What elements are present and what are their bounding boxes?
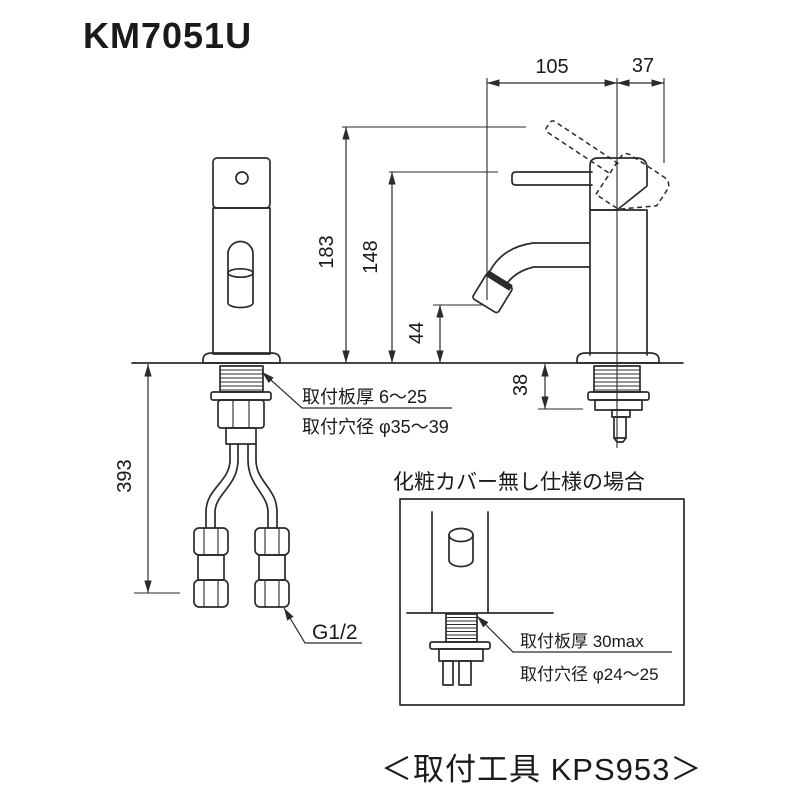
handle-lever-side [511,171,593,186]
aerator-band [485,270,513,291]
detail-body [431,511,489,614]
detail-hole-diameter-label: 取付穴径 φ24〜25 [520,665,659,684]
spout-side [472,242,591,314]
spout-slot [227,240,254,273]
dim-393-label: 393 [114,459,136,492]
detail-plate-thickness-label: 取付板厚 30max [520,632,644,651]
hose-thread-label: G1/2 [312,621,358,644]
front-view [193,157,290,608]
no-cover-detail: 化粧カバー無し仕様の場合 取付板厚 30max 取付穴径 φ24〜25 [393,471,685,706]
hose-connector-right [254,527,290,608]
base-flange-front [202,352,281,364]
dim-44-label: 44 [406,322,428,344]
side-view [472,78,670,448]
dim-105-label: 105 [535,56,568,78]
detail-spout-cylinder [448,527,474,568]
dim-183-label: 183 [316,235,338,268]
hose-connector-left [193,527,229,608]
detail-box-border [399,498,685,706]
dim-38-label: 38 [510,374,532,396]
mount-annotation: 取付板厚 6〜25 取付穴径 φ35〜39 [261,371,452,437]
threaded-shank-front [219,365,264,393]
handle-hole [235,171,249,185]
mount-plate-thickness-label: 取付板厚 6〜25 [302,387,427,407]
washer-side [587,391,650,401]
washer-front [210,391,272,401]
faucet-body-front [212,207,271,355]
dim-148-label: 148 [360,240,382,273]
mount-hole-diameter-label: 取付穴径 φ35〜39 [302,417,449,437]
detail-washer [429,641,491,650]
base-flange-side [576,352,660,364]
dim-37-label: 37 [632,55,654,77]
detail-threaded-shank [445,613,478,643]
handle-raised-dashed [545,120,670,210]
tool-note: ＜取付工具 KPS953＞ [381,752,702,787]
spout-cylinder [227,272,254,309]
spout-cylinder-top [227,267,254,279]
lock-nut-side [594,399,643,443]
detail-caption: 化粧カバー無し仕様の場合 [393,471,645,494]
detail-nut [438,648,484,686]
faucet-body-side [589,209,648,356]
handle-front [212,157,271,209]
hose-thread-annotation: G1/2 [283,607,362,644]
dimension-lines: 105 37 183 148 44 38 393 [114,55,665,594]
page-title: KM7051U [83,15,252,56]
supply-hoses [205,443,278,529]
lock-nut-front [217,399,265,445]
